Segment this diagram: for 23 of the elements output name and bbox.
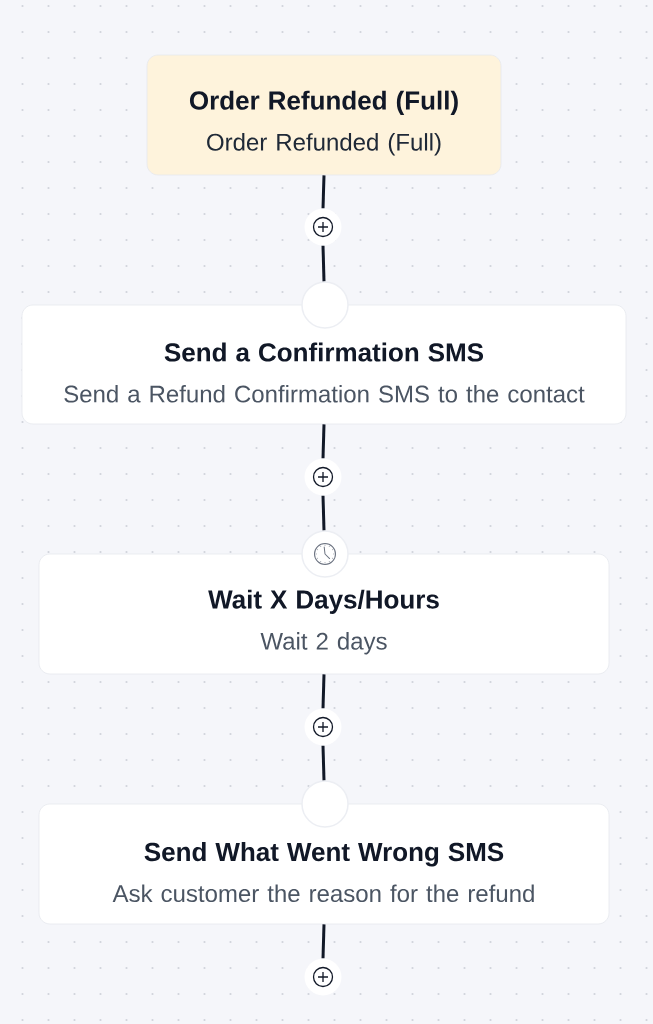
step-title: Send a Confirmation SMS — [164, 342, 484, 362]
connector-line — [321, 745, 326, 781]
step-card — [146, 54, 502, 176]
step-card — [38, 553, 610, 675]
connector-line — [321, 674, 326, 709]
step-description: Order Refunded (Full) — [207, 133, 441, 156]
step-card — [21, 304, 627, 425]
connector-line — [321, 495, 326, 531]
step-description: Wait 2 days — [260, 632, 387, 655]
connector-line — [321, 424, 326, 459]
step-title: Send What Went Wrong SMS — [144, 842, 504, 867]
step-card — [38, 803, 610, 925]
connector-line — [321, 245, 326, 282]
connector-line — [321, 175, 326, 209]
add-icon — [304, 208, 342, 246]
step-title: Wait X Days/Hours — [208, 589, 439, 614]
add-icon — [304, 958, 342, 996]
add-icon — [304, 708, 342, 746]
step-description: Send a Refund Confirmation SMS to the contact — [64, 385, 585, 403]
connector-line — [321, 924, 326, 959]
add-icon — [304, 458, 342, 496]
step-description: Ask customer the reason for the refund — [112, 884, 534, 903]
step-title: Order Refunded (Full) — [189, 90, 458, 115]
